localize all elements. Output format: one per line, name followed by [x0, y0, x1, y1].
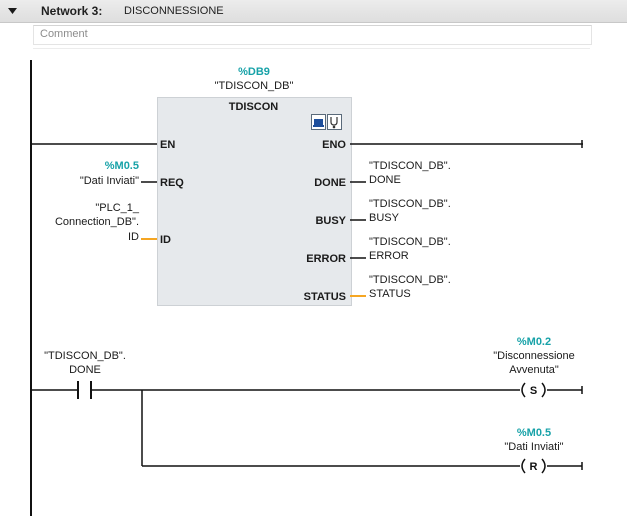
- set-coil[interactable]: S: [521, 382, 546, 398]
- pin-status: STATUS: [303, 291, 346, 303]
- collapse-toggle[interactable]: [4, 0, 20, 22]
- tdiscon-block[interactable]: [157, 97, 352, 306]
- contact-tag-line2[interactable]: DONE: [69, 364, 101, 376]
- block-icons: [311, 114, 342, 130]
- pin-error: ERROR: [306, 253, 346, 265]
- collapse-triangle-icon: [8, 8, 17, 14]
- pin-eno: ENO: [322, 139, 346, 151]
- status-tag-line2[interactable]: STATUS: [369, 288, 411, 300]
- done-tag-line1[interactable]: "TDISCON_DB".: [369, 160, 451, 172]
- status-tag-line1[interactable]: "TDISCON_DB".: [369, 274, 451, 286]
- busy-tag-line1[interactable]: "TDISCON_DB".: [369, 198, 451, 210]
- block-type: TDISCON: [228, 101, 279, 113]
- block-diagnostics-icon[interactable]: [327, 114, 342, 130]
- id-tag-line1[interactable]: "PLC_1_: [95, 202, 139, 214]
- comment-field[interactable]: Comment: [33, 25, 592, 45]
- reset-coil-symbol: R: [530, 461, 538, 473]
- req-address: %M0.5: [104, 160, 139, 172]
- pin-busy: BUSY: [315, 215, 346, 227]
- instance-address: %DB9: [238, 66, 270, 78]
- error-tag-line2[interactable]: ERROR: [369, 250, 409, 262]
- network-header: Network 3: DISCONNESSIONE: [0, 0, 627, 23]
- reset-coil-tag[interactable]: "Dati Inviati": [504, 441, 564, 453]
- busy-tag-line2[interactable]: BUSY: [369, 212, 399, 224]
- set-coil-symbol: S: [530, 385, 537, 397]
- instance-name[interactable]: "TDISCON_DB": [214, 80, 294, 92]
- id-tag-line3[interactable]: ID: [128, 231, 139, 243]
- pin-en: EN: [160, 139, 176, 151]
- no-contact[interactable]: [77, 381, 92, 399]
- reset-coil[interactable]: R: [521, 458, 546, 474]
- pin-done: DONE: [314, 177, 346, 189]
- contact-tag-line1[interactable]: "TDISCON_DB".: [44, 350, 126, 362]
- done-tag-line2[interactable]: DONE: [369, 174, 401, 186]
- pin-id: ID: [160, 234, 171, 246]
- reset-coil-address: %M0.5: [516, 427, 552, 439]
- set-coil-tag-line1[interactable]: "Disconnessione: [493, 350, 575, 362]
- set-coil-address: %M0.2: [516, 336, 552, 348]
- pin-req: REQ: [160, 177, 184, 189]
- separator: [33, 48, 590, 49]
- network-title[interactable]: DISCONNESSIONE: [124, 5, 224, 17]
- network-label: Network 3:: [41, 4, 103, 18]
- comment-placeholder: Comment: [40, 28, 88, 40]
- block-network-icon[interactable]: [311, 114, 326, 130]
- set-coil-tag-line2[interactable]: Avvenuta": [509, 364, 559, 376]
- error-tag-line1[interactable]: "TDISCON_DB".: [369, 236, 451, 248]
- req-tag[interactable]: "Dati Inviati": [79, 175, 139, 187]
- id-tag-line2[interactable]: Connection_DB".: [54, 216, 139, 228]
